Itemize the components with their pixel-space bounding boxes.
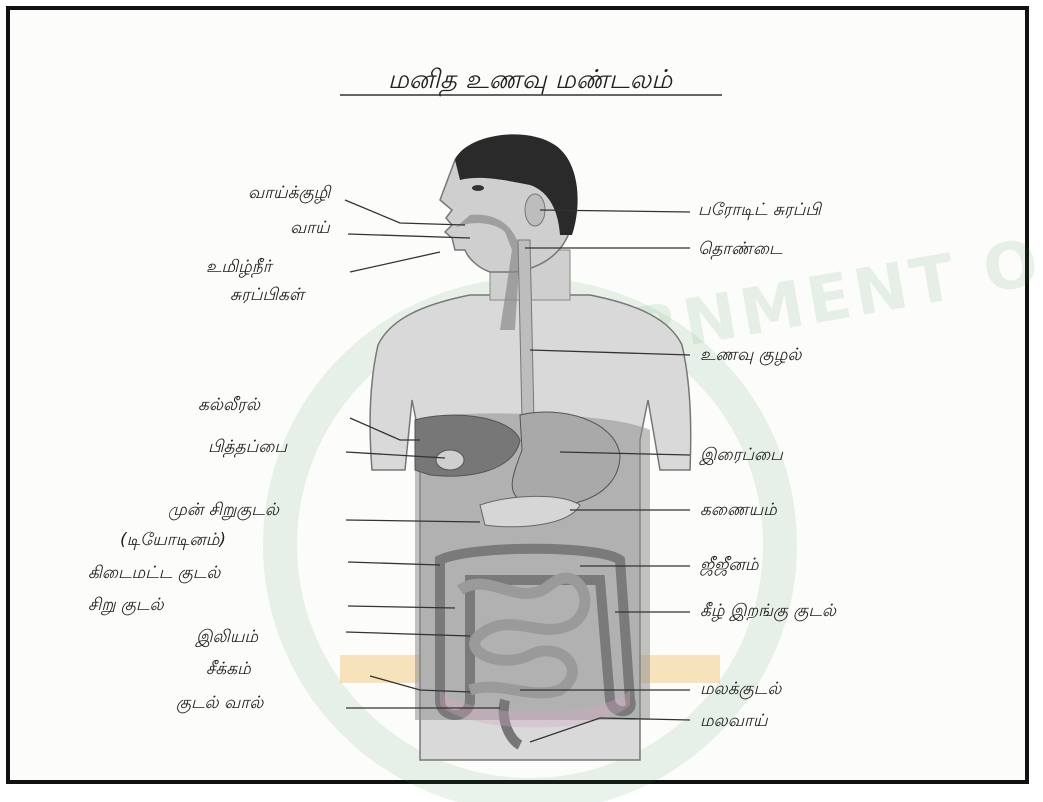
label-salivary-glands-line1: உமிழ்நீர் [206,257,274,278]
label-liver: கல்லீரல் [198,395,261,415]
label-salivary-glands-line2: சுரப்பிகள் [230,285,307,305]
label-transverse-colon: கிடைமட்ட குடல் [88,563,221,584]
label-gall-bladder: பித்தப்பை [208,437,288,458]
label-oesophagus: உணவு குழல் [700,345,802,366]
label-stomach: இரைப்பை [699,445,784,466]
label-jejunum: ஜீஜீனம் [699,555,760,576]
label-mouth: வாய் [290,218,331,238]
label-pharynx: தொண்டை [698,239,783,260]
label-duodenum-line2: (டியோடினம்) [120,530,226,551]
label-parotid-gland: பரோடிட் சுரப்பி [698,200,822,221]
label-rectum: மலக்குடல் [700,679,782,700]
digestive-organs [415,412,650,745]
label-pancreas: கணையம் [700,500,778,520]
label-caecum: சீக்கம் [206,659,252,679]
diagram-title: மனித உணவு மண்டலம் [388,65,673,97]
label-duodenum-line1: முன் சிறுகுடல் [168,500,280,521]
label-descending-colon: கீழ் இறங்கு குடல் [700,601,837,622]
label-anus: மலவாய் [700,711,769,731]
label-mouth-cavity: வாய்க்குழி [248,183,332,204]
label-appendix: குடல் வால் [176,693,264,714]
label-small-intestine: சிறு குடல் [88,595,164,616]
label-ileum: இலியம் [195,627,259,648]
